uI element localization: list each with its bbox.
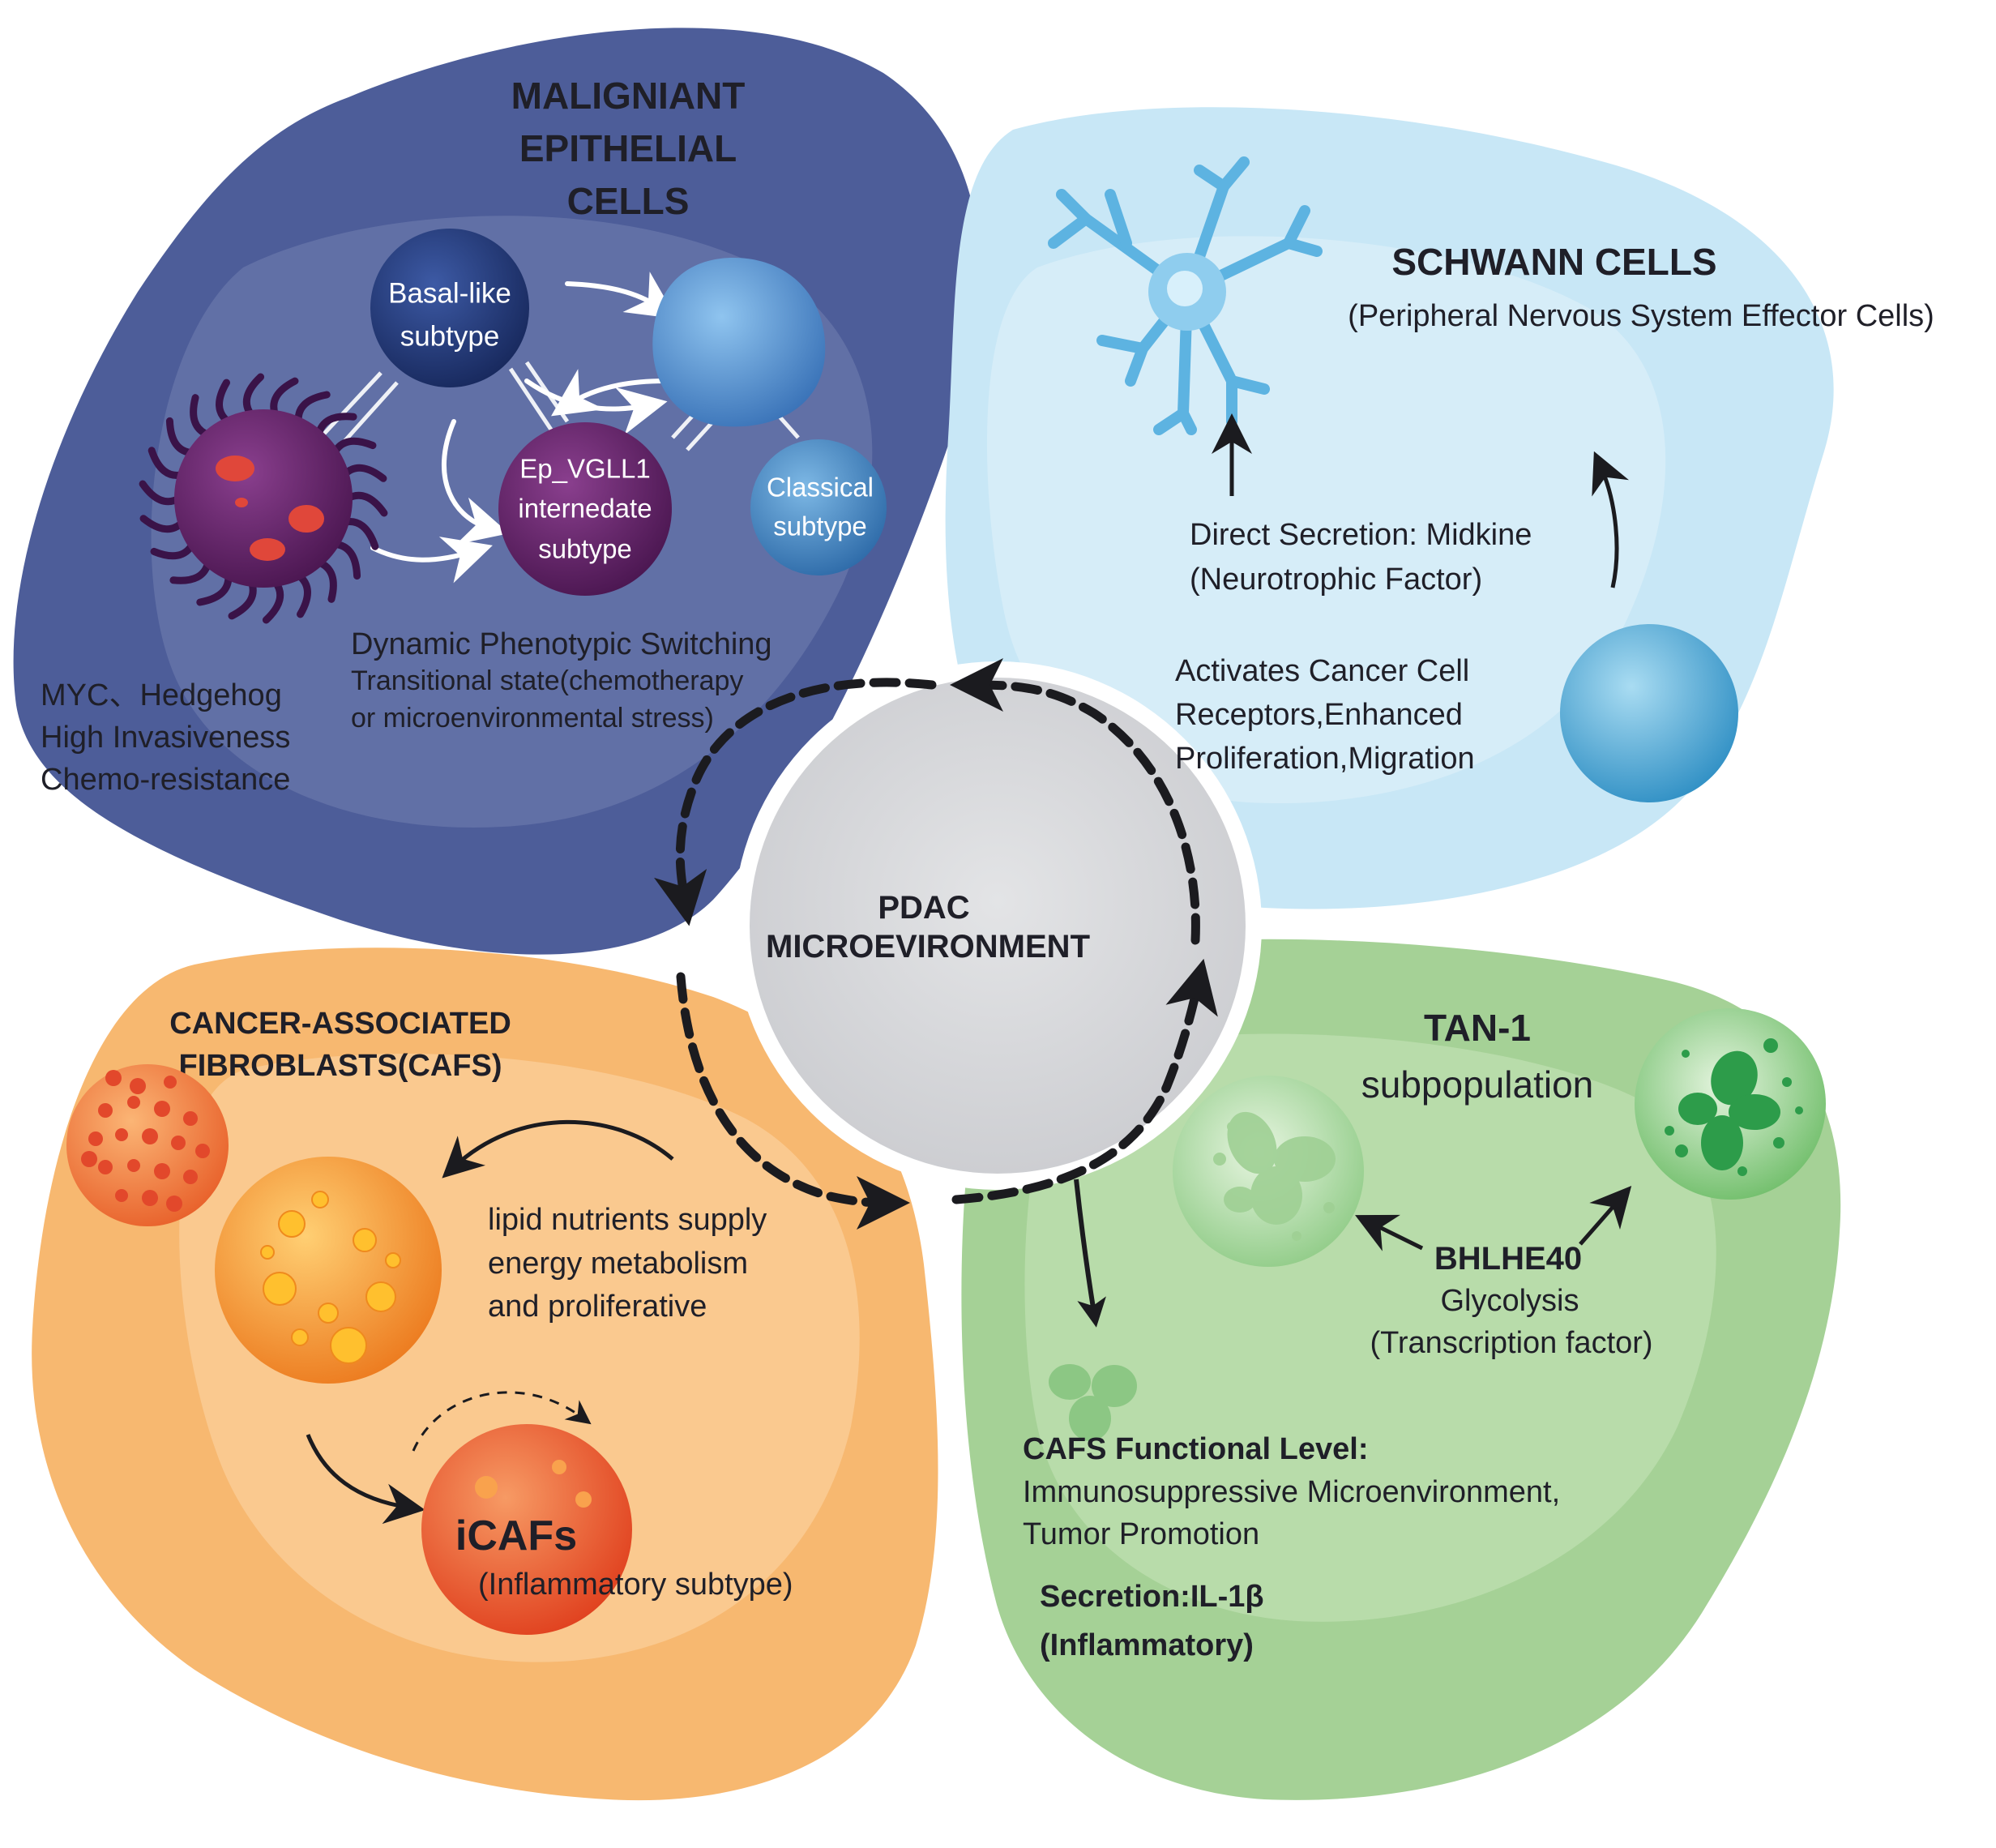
- cycle-arrow-schwann-return: [950, 658, 1200, 945]
- bhlhe40-arrow-left: [1355, 1214, 1424, 1251]
- tan-cell-left-nucleus: [1213, 1111, 1336, 1241]
- secretion-line1: Secretion:IL-1β: [1040, 1580, 1264, 1614]
- cafs-title-line1: CANCER-ASSOCIATED: [169, 1007, 511, 1041]
- epithelial-title-line3: CELLS: [567, 180, 690, 222]
- ep-vgll1-label-line2: internedate: [518, 494, 652, 524]
- ep-vgll1-cell: [498, 422, 672, 596]
- epithelial-title-line1: MALIGNIANT: [511, 75, 746, 117]
- tan-down-arrow: [1074, 1179, 1106, 1328]
- transitional-cell: [652, 258, 826, 427]
- schwann-title: SCHWANN CELLS: [1391, 241, 1716, 283]
- bhlhe40-arrow-right: [1579, 1185, 1632, 1246]
- icafs-droplet: [552, 1460, 566, 1474]
- tan-cell-right-nucleus: [1665, 1038, 1803, 1176]
- icaf-arrow-solid: [306, 1434, 425, 1525]
- cafs-level-line2: Tumor Promotion: [1023, 1517, 1259, 1551]
- clover-icon: [1049, 1364, 1137, 1441]
- cafs-title-line2: FIBROBLASTS(CAFS): [179, 1049, 502, 1083]
- ep-vgll1-label-line1: Ep_VGLL1: [519, 454, 650, 484]
- icafs-label: iCAFs: [455, 1512, 577, 1559]
- features-line2: High Invasiveness: [41, 721, 290, 755]
- features-line3: Chemo-resistance: [41, 763, 290, 797]
- lipid-cell: [215, 1157, 442, 1384]
- schwann-secretion-line1: Direct Secretion: Midkine: [1190, 518, 1532, 552]
- caf-dots: [81, 1070, 210, 1212]
- schwann-activation-line1: Activates Cancer Cell: [1175, 654, 1469, 688]
- center-circle-fill: [750, 678, 1246, 1174]
- neuron-nucleus: [1167, 271, 1203, 306]
- switching-line1: Dynamic Phenotypic Switching: [351, 627, 772, 661]
- center-label-line2: MICROEVIRONMENT: [766, 929, 1090, 965]
- center-label-line1: PDAC: [878, 890, 969, 926]
- classical-label-line2: subtype: [773, 511, 867, 541]
- ep-vgll1-label-line3: subtype: [538, 534, 632, 564]
- switching-line3: or microenvironmental stress): [351, 703, 714, 734]
- cycle-arrow-cafs-to-tan: [676, 972, 910, 1230]
- secretion-line2: (Inflammatory): [1040, 1628, 1254, 1662]
- tan-title: TAN-1: [1424, 1007, 1531, 1049]
- schwann-subtitle: (Peripheral Nervous System Effector Cell…: [1348, 299, 1934, 333]
- lipid-line1: lipid nutrients supply: [488, 1203, 767, 1237]
- schwann-secretion-line2: (Neurotrophic Factor): [1190, 563, 1482, 597]
- cycle-arrows: [654, 658, 1218, 1230]
- schwann-inner-halo: [986, 236, 1666, 804]
- basal-like-label-line2: subtype: [400, 321, 500, 353]
- cycle-arrow-tan-to-schwann-lower: [951, 958, 1218, 1204]
- bhlhe40-label: BHLHE40: [1434, 1241, 1582, 1277]
- schwann-cell: [1560, 624, 1738, 802]
- features-line1: MYC、Hedgehog: [41, 678, 282, 712]
- tan-subtitle: subpopulation: [1361, 1063, 1593, 1106]
- switching-line2: Transitional state(chemotherapy: [351, 665, 743, 696]
- icafs-droplet: [475, 1476, 498, 1499]
- cafs-level-line1: Immunosuppressive Microenvironment,: [1023, 1475, 1560, 1509]
- spiky-cancer-cell: [139, 373, 388, 624]
- classical-label-line1: Classical: [767, 473, 874, 503]
- basal-like-cell: [370, 229, 529, 387]
- schwann-activation-line3: Proliferation,Migration: [1175, 742, 1475, 776]
- lipid-droplets: [260, 1191, 401, 1364]
- basal-like-label-line1: Basal-like: [388, 278, 511, 310]
- icafs-droplet: [575, 1491, 592, 1508]
- icafs-subtitle: (Inflammatory subtype): [478, 1568, 793, 1602]
- lipid-arrow: [442, 1119, 674, 1179]
- icaf-arrow-dashed: [412, 1391, 592, 1452]
- switching-arrows: [370, 272, 677, 584]
- icafs-cell: [421, 1424, 632, 1635]
- lipid-line3: and proliferative: [488, 1290, 707, 1324]
- lipid-line2: energy metabolism: [488, 1247, 748, 1281]
- glycolysis-label: Glycolysis: [1440, 1284, 1579, 1318]
- cycle-arrow-epithelial-to-cafs: [654, 678, 937, 926]
- schwann-activation-line2: Receptors,Enhanced: [1175, 698, 1463, 732]
- tf-label: (Transcription factor): [1370, 1326, 1652, 1360]
- epithelial-title-line2: EPITHELIAL: [519, 127, 737, 169]
- cafs-level-title: CAFS Functional Level:: [1023, 1432, 1368, 1466]
- classical-cell: [750, 439, 887, 575]
- schwann-arrow-right: [1592, 451, 1630, 588]
